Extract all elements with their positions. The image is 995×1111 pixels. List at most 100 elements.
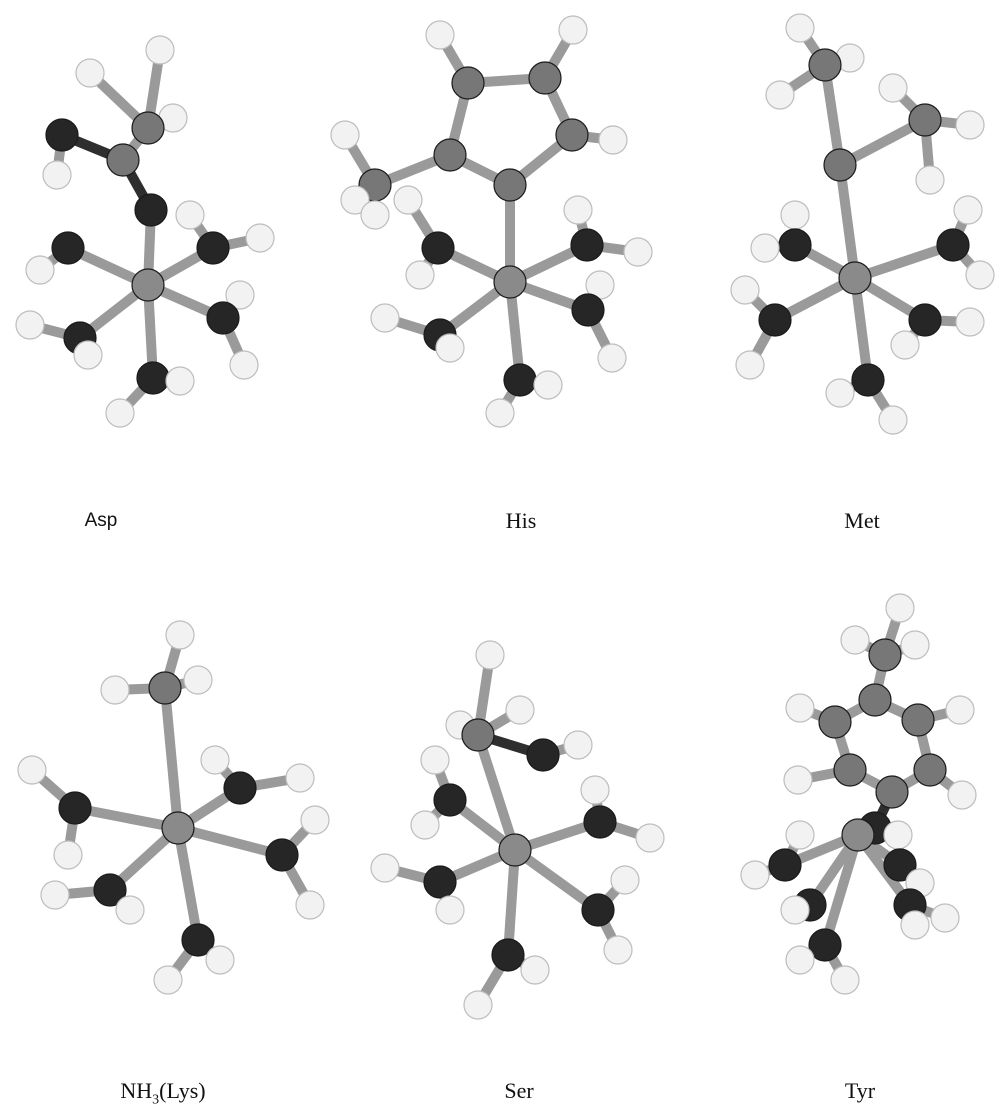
hydrogen-atom (785, 13, 815, 43)
hydrogen-atom (597, 343, 627, 373)
hydrogen-atom (300, 805, 330, 835)
bond (160, 683, 183, 833)
hydrogen-atom (610, 865, 640, 895)
hydrogen-atom (730, 275, 760, 305)
hydrogen-atom (25, 255, 55, 285)
heavy-atom (493, 168, 527, 202)
asp-molecule (15, 35, 275, 428)
hydrogen-atom (915, 165, 945, 195)
hydrogen-atom (955, 110, 985, 140)
hydrogen-atom (735, 350, 765, 380)
hydrogen-atom (558, 15, 588, 45)
heavy-atom (913, 753, 947, 787)
hydrogen-atom (285, 763, 315, 793)
heavy-atom (833, 753, 867, 787)
hydrogen-atom (225, 280, 255, 310)
oxygen-atom (883, 848, 917, 882)
oxygen-atom (433, 783, 467, 817)
panel-asp (0, 0, 300, 460)
hydrogen-atom (945, 695, 975, 725)
oxygen-atom (851, 363, 885, 397)
metal-atom (841, 818, 875, 852)
hydrogen-atom (947, 780, 977, 810)
heavy-atom (858, 683, 892, 717)
hydrogen-atom (145, 35, 175, 65)
hydrogen-atom (153, 965, 183, 995)
hydrogen-atom (420, 745, 450, 775)
heavy-atom (808, 48, 842, 82)
hydrogen-atom (410, 810, 440, 840)
metal-atom (838, 261, 872, 295)
hydrogen-atom (533, 370, 563, 400)
hydrogen-atom (105, 398, 135, 428)
oxygen-atom (808, 928, 842, 962)
hydrogen-atom (883, 820, 913, 850)
bond (173, 823, 287, 860)
heavy-atom (528, 61, 562, 95)
heavy-atom (451, 66, 485, 100)
hydrogen-atom (393, 185, 423, 215)
hydrogen-atom (830, 965, 860, 995)
hydrogen-atom (183, 665, 213, 695)
bond (473, 730, 520, 855)
oxygen-atom (58, 791, 92, 825)
bond (820, 60, 845, 170)
heavy-atom (875, 775, 909, 809)
his-molecule (330, 15, 653, 428)
oxygen-atom (908, 303, 942, 337)
hydrogen-atom (73, 340, 103, 370)
oxygen-atom (206, 301, 240, 335)
hydrogen-atom (965, 260, 995, 290)
oxygen-atom (778, 228, 812, 262)
bond (173, 823, 203, 945)
label-lys-suffix: (Lys) (159, 1078, 206, 1103)
hydrogen-atom (425, 20, 455, 50)
hydrogen-atom (100, 675, 130, 705)
hydrogen-atom (53, 840, 83, 870)
hydrogen-atom (245, 223, 275, 253)
oxygen-atom (768, 848, 802, 882)
hydrogen-atom (165, 366, 195, 396)
label-lys-prefix: NH (120, 1078, 153, 1103)
hydrogen-atom (229, 350, 259, 380)
heavy-atom (823, 148, 857, 182)
hydrogen-atom (435, 895, 465, 925)
label-ser: Ser (504, 1078, 534, 1103)
oxygen-atom (491, 938, 525, 972)
heavy-atom (461, 718, 495, 752)
hydrogen-atom (563, 195, 593, 225)
hydrogen-atom (165, 620, 195, 650)
hydrogen-atom (785, 945, 815, 975)
hydrogen-atom (485, 398, 515, 428)
hydrogen-atom (783, 765, 813, 795)
hydrogen-atom (598, 125, 628, 155)
heavy-atom (818, 705, 852, 739)
oxygen-atom (503, 363, 537, 397)
hydrogen-atom (475, 640, 505, 670)
hydrogen-atom (295, 890, 325, 920)
hydrogen-atom (17, 755, 47, 785)
hydrogen-atom (750, 233, 780, 263)
oxygen-atom (571, 293, 605, 327)
heavy-atom (106, 143, 140, 177)
oxygen-atom (45, 118, 79, 152)
label-lys-subscript: 3 (152, 1092, 160, 1108)
hydrogen-atom (340, 185, 370, 215)
hydrogen-atom (42, 160, 72, 190)
label-tyr: Tyr (844, 1078, 876, 1103)
hydrogen-atom (505, 695, 535, 725)
oxygen-atom (134, 193, 168, 227)
oxygen-atom (51, 231, 85, 265)
hydrogen-atom (785, 820, 815, 850)
bond (835, 160, 860, 283)
metal-atom (498, 833, 532, 867)
heavy-atom (131, 111, 165, 145)
oxygen-atom (758, 303, 792, 337)
hydrogen-atom (603, 935, 633, 965)
label-met: Met (844, 508, 880, 533)
hydrogen-atom (405, 260, 435, 290)
tyr-molecule (740, 593, 977, 995)
hydrogen-atom (15, 310, 45, 340)
hydrogen-atom (205, 945, 235, 975)
oxygen-atom (936, 228, 970, 262)
